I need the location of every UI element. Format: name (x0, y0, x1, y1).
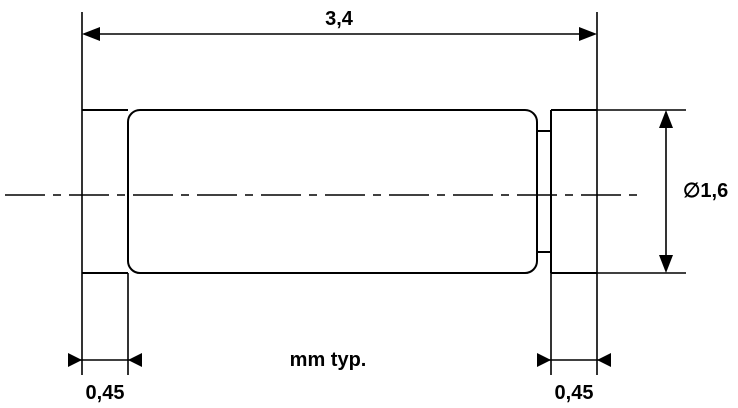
left-cap-dimension: 0,45 (68, 353, 142, 404)
left-cap-arrow-inner (128, 353, 142, 367)
diameter-arrow-top (659, 110, 673, 128)
right-cap-label: 0,45 (555, 382, 594, 404)
diameter-dimension: ∅1,6 (659, 110, 728, 273)
left-cap-label: 0,45 (86, 382, 125, 404)
extension-lines (81, 12, 686, 375)
component-body (127, 109, 538, 274)
overall-length-label: 3,4 (325, 8, 354, 30)
right-end-cap (550, 109, 597, 274)
diameter-arrow-bottom (659, 255, 673, 273)
right-cap-arrow-inner (537, 353, 551, 367)
left-cap-arrow-outer (68, 353, 82, 367)
overall-length-dimension: 3,4 (82, 8, 597, 41)
overall-length-arrow-right (579, 27, 597, 41)
right-cap-arrow-outer (597, 353, 611, 367)
left-end-cap (82, 109, 128, 274)
overall-length-arrow-left (82, 27, 100, 41)
diameter-label: ∅1,6 (683, 180, 728, 202)
right-cap-dimension: 0,45 (537, 353, 611, 404)
unit-note: mm typ. (290, 349, 367, 371)
body-neck (537, 130, 551, 253)
